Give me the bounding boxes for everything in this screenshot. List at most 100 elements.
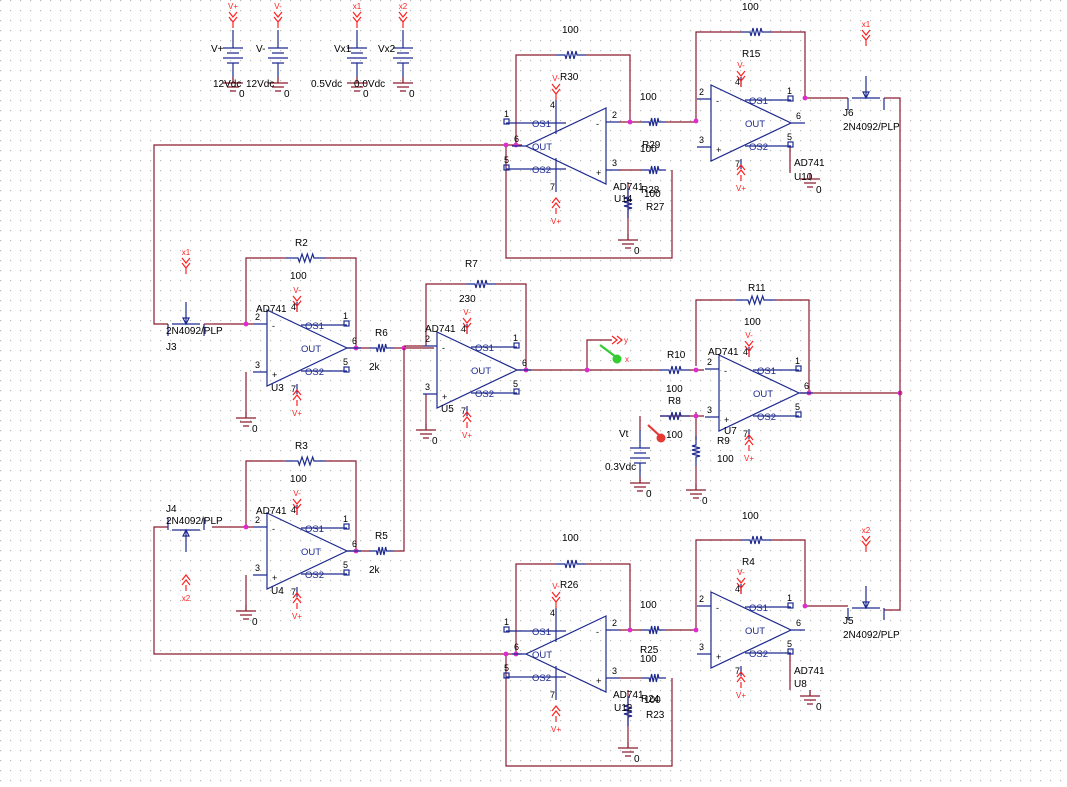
pin-number: 3 [255, 360, 260, 370]
pin-plus: + [716, 652, 721, 662]
resistor-value: 100 [562, 533, 579, 544]
pin-os2: OS2 [532, 673, 551, 684]
pin-number: 2 [612, 618, 617, 628]
resistor-ref: R25 [640, 645, 659, 656]
jfet-j4 [167, 518, 205, 552]
net-label: V- [737, 568, 745, 577]
net-arrow [736, 577, 746, 594]
offset-pins [471, 346, 517, 394]
net-arrow [292, 295, 302, 312]
dc-source-vt [630, 430, 650, 477]
ground-symbol [800, 690, 820, 705]
resistor-body [736, 294, 776, 306]
opamp-ref: U14 [614, 194, 633, 205]
junction-dot [503, 142, 509, 148]
pin-plus: + [272, 573, 277, 583]
pin-os1: OS1 [749, 603, 768, 614]
net-arrow [551, 197, 561, 214]
pin-number: 7 [550, 182, 555, 192]
pin-number: 1 [513, 333, 518, 343]
resistor-body [369, 546, 394, 556]
pin-number: 4 [291, 505, 296, 515]
u5-wires [404, 283, 587, 424]
pin-terminal [503, 672, 510, 679]
ground-lines [236, 412, 256, 427]
ground-label: 0 [816, 702, 822, 713]
resistor-value: 100 [717, 454, 734, 465]
net-label: x1 [353, 2, 362, 11]
net-arrow [273, 11, 283, 28]
resistor-ref: R8 [668, 396, 681, 407]
pin-number: 1 [343, 514, 348, 524]
pin-terminal [343, 320, 350, 327]
pin-terminal [787, 602, 794, 609]
opamp-part: AD741 [256, 304, 287, 315]
pin-minus: - [272, 321, 275, 331]
net-arrow [551, 83, 561, 100]
resistor-body [642, 165, 666, 175]
chevron-down-icon [292, 295, 302, 312]
jfet-part: 2N4092/PLP [166, 326, 223, 337]
net-label: V- [274, 2, 282, 11]
offset-pins [753, 369, 799, 417]
net-label: V+ [292, 409, 302, 418]
resistor-r2 [286, 252, 326, 264]
net-arrow [551, 705, 561, 722]
dc-source-v [268, 30, 288, 77]
net-label: V- [745, 331, 753, 340]
pin-terminal [503, 626, 510, 633]
pin-terminal [795, 365, 802, 372]
opamp-out-label: OUT [745, 119, 765, 130]
resistor-value: 100 [640, 144, 657, 155]
dc-source-x1 [347, 30, 367, 77]
resistor-body [642, 673, 666, 683]
resistor-body [556, 559, 586, 569]
net-arrow [611, 335, 623, 345]
resistor-value: 100 [640, 92, 657, 103]
pin-number: 1 [795, 356, 800, 366]
net-arrow [292, 389, 302, 406]
pin-os2: OS2 [757, 412, 776, 423]
junction-dot [627, 119, 633, 125]
net-label: V+ [551, 217, 561, 226]
pin-number: 7 [291, 384, 296, 394]
pin-number: 4 [735, 77, 740, 87]
pin-number: 6 [796, 111, 801, 121]
opamp-ref: U4 [271, 586, 284, 597]
net-arrow [744, 340, 754, 357]
ground-label: 0 [702, 496, 708, 507]
resistor-body [286, 455, 326, 467]
resistor-r8 [660, 411, 690, 421]
resistor-ref: R30 [560, 72, 579, 83]
resistor-value: 100 [644, 189, 661, 200]
opamp-pins [697, 98, 805, 148]
pin-number: 3 [255, 563, 260, 573]
net-label: V+ [736, 184, 746, 193]
net-arrow [861, 535, 871, 552]
jfet-ref: J6 [843, 108, 854, 119]
chevron-up-icon [462, 411, 472, 428]
chevron-down-icon [736, 577, 746, 594]
ground-label: 0 [409, 89, 415, 100]
resistor-body [556, 50, 586, 60]
junction-dot [627, 627, 633, 633]
probe-x-label: x [625, 355, 629, 364]
opamp-part: AD741 [613, 690, 644, 701]
resistor-ref: R10 [667, 350, 686, 361]
source-value: 12Vdc [213, 79, 241, 90]
ground-symbol [347, 77, 367, 92]
opamp-ref: U7 [724, 426, 737, 437]
ground-lines [800, 690, 820, 705]
pin-number: 4 [735, 584, 740, 594]
resistor-ref: R4 [742, 557, 755, 568]
source-value: 0.0Vdc [354, 79, 385, 90]
pin-number: 5 [513, 379, 518, 389]
opamp-u10 [697, 77, 805, 169]
source-value: 0.5Vdc [311, 79, 342, 90]
junction-dot [584, 367, 590, 373]
j3-loop [153, 144, 506, 325]
opamp-u8 [697, 584, 805, 676]
chevron-up-icon [551, 705, 561, 722]
j4-loop [153, 526, 506, 655]
